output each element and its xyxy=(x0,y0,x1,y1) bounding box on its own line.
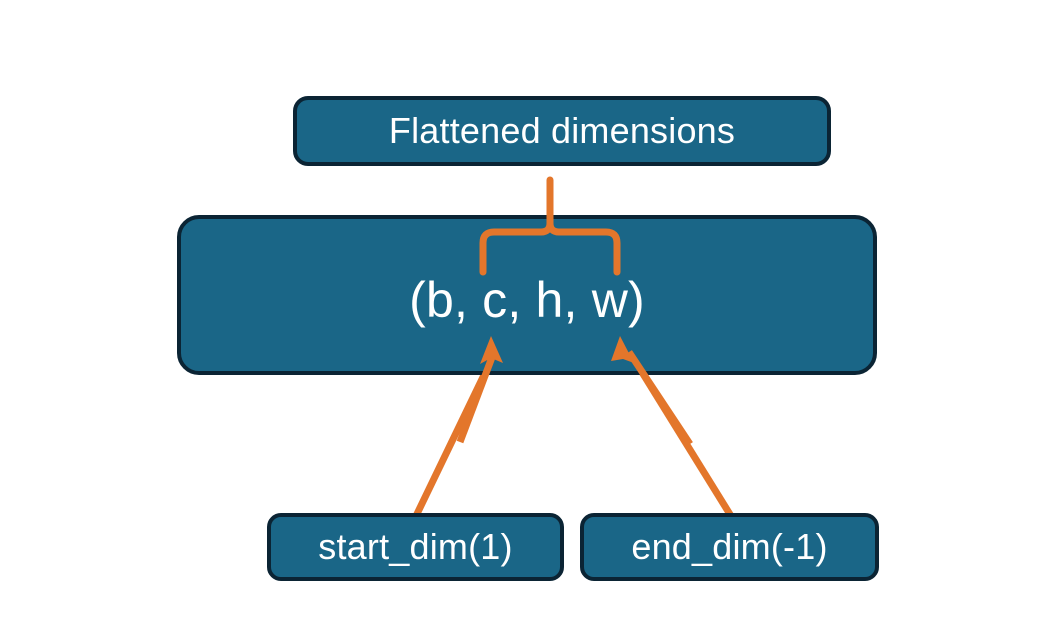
shape-tuple-box: (b, c, h, w) xyxy=(177,215,877,375)
start-dim-box: start_dim(1) xyxy=(267,513,564,581)
flattened-dimensions-box: Flattened dimensions xyxy=(293,96,831,166)
shape-tuple-label: (b, c, h, w) xyxy=(409,272,645,328)
flattened-dimensions-label: Flattened dimensions xyxy=(388,110,736,151)
end-dim-box: end_dim(-1) xyxy=(580,513,879,581)
start-dim-label: start_dim(1) xyxy=(318,526,513,567)
end-dim-label: end_dim(-1) xyxy=(631,526,828,567)
